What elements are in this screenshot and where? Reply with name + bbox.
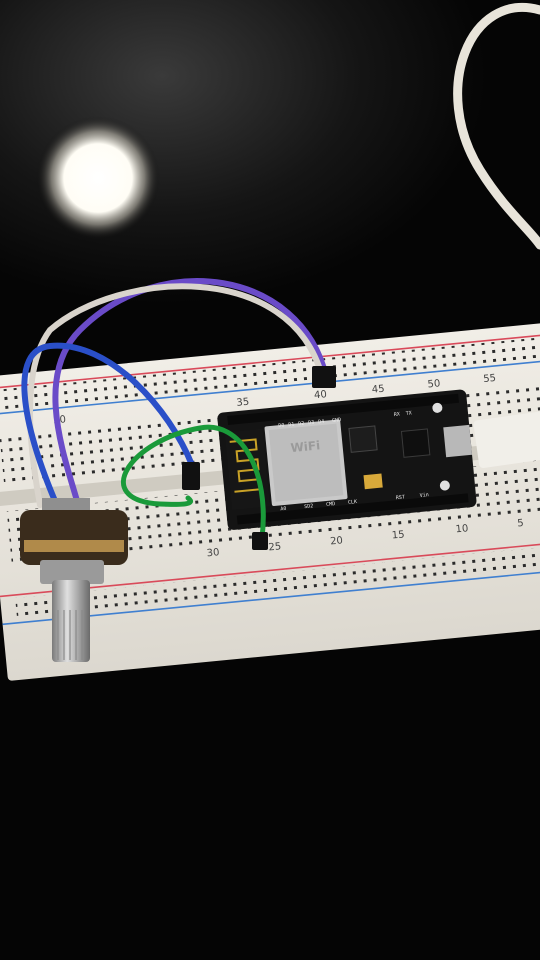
wire-green bbox=[121, 424, 266, 541]
bb-num-top-45: 45 bbox=[371, 384, 385, 396]
capacitor bbox=[363, 473, 383, 490]
bb-num-top-55: 55 bbox=[483, 373, 497, 385]
potentiometer bbox=[20, 498, 128, 662]
usb-plug bbox=[473, 411, 540, 468]
bottom-rail-blue-line bbox=[2, 567, 540, 626]
pin-label-gnd: GND bbox=[332, 417, 342, 424]
pot-shaft bbox=[52, 580, 90, 662]
wire-blue bbox=[21, 342, 195, 511]
top-rail-blue-line bbox=[0, 358, 540, 417]
usb-cable-coil bbox=[453, 3, 540, 250]
pin-label-cmd: CMD bbox=[326, 501, 336, 508]
bb-num-bottom-25: 25 bbox=[268, 541, 282, 553]
bb-num-bottom-15: 15 bbox=[391, 529, 405, 541]
bb-num-bottom-5: 5 bbox=[517, 518, 524, 530]
pin-label-d4: D4 bbox=[318, 419, 325, 426]
usb-serial-chip bbox=[400, 428, 431, 458]
pot-knurling bbox=[57, 610, 83, 660]
top-rail-red-line bbox=[0, 332, 540, 391]
header-pins-bottom bbox=[236, 493, 469, 525]
voltage-regulator bbox=[348, 425, 378, 453]
pin-label-clk: CLK bbox=[348, 499, 358, 506]
pot-body bbox=[20, 510, 128, 565]
bb-num-top-35: 35 bbox=[236, 397, 250, 409]
pin-label-a0: A0 bbox=[280, 506, 287, 513]
reset-button bbox=[432, 402, 443, 413]
bb-num-top-40: 40 bbox=[314, 389, 328, 401]
pin-label-d3: D3 bbox=[308, 420, 315, 427]
bb-num-bottom-20: 20 bbox=[330, 535, 344, 547]
pot-metal-rim bbox=[24, 540, 124, 552]
pin-label-d1: D1 bbox=[288, 422, 295, 429]
pin-label-d2: D2 bbox=[298, 421, 305, 428]
flash-button bbox=[439, 480, 450, 491]
pin-label-d0: D0 bbox=[278, 423, 285, 430]
bottom-rail-red-line bbox=[0, 540, 540, 598]
pot-nut bbox=[40, 560, 104, 584]
micro-usb-port bbox=[443, 424, 473, 458]
purple-wire-connector bbox=[312, 366, 336, 388]
header-pins-top bbox=[227, 393, 459, 426]
pin-label-vin: Vin bbox=[419, 492, 429, 499]
top-rail-holes bbox=[0, 337, 540, 410]
wifi-logo: WiFi bbox=[290, 438, 321, 455]
pin-label-tx: TX bbox=[406, 410, 413, 417]
pin-label-rst: RST bbox=[396, 494, 406, 501]
green-wire-connector bbox=[252, 532, 268, 550]
bb-num-top-50: 50 bbox=[427, 378, 441, 390]
blue-wire-connector bbox=[182, 462, 200, 490]
esp-shield-inner bbox=[268, 423, 344, 502]
bottom-rail-holes bbox=[15, 545, 540, 618]
bb-num-bottom-30: 30 bbox=[206, 547, 220, 559]
pot-pins bbox=[42, 498, 90, 512]
pin-label-rx: RX bbox=[394, 412, 401, 419]
bb-num-bottom-10: 10 bbox=[455, 523, 469, 535]
pin-label-sd2: SD2 bbox=[304, 503, 314, 510]
ceiling-light-reflection bbox=[36, 116, 160, 240]
wire-purple bbox=[52, 278, 329, 515]
nodemcu-board: WiFi D0 D1 D2 D3 D4 GND RX TX A0 SD2 CMD… bbox=[217, 389, 477, 530]
